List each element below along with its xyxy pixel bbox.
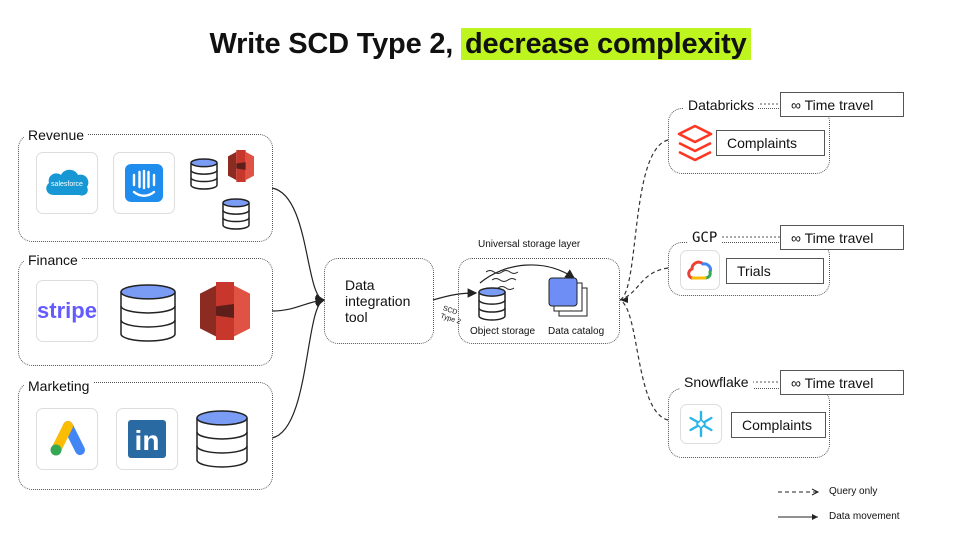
integration-label: Data integration tool (345, 277, 411, 325)
gcp-group (668, 242, 830, 296)
gcp-table-trials: Trials (726, 258, 824, 284)
linkedin-text: in (134, 425, 160, 456)
finance-movement-line (271, 296, 326, 312)
revenue-group (18, 134, 273, 242)
aws-s3-icon (228, 150, 254, 182)
database-icon (190, 158, 218, 190)
google-ads-logo (36, 408, 98, 470)
legend-query-only: Query only (829, 486, 878, 497)
databricks-time-travel: ∞ Time travel (780, 92, 904, 117)
object-storage-label: Object storage (470, 326, 536, 337)
database-icon (196, 410, 248, 468)
marketing-movement-line (271, 297, 326, 439)
storage-layer-label: Universal storage layer (478, 239, 581, 250)
aws-s3-icon (200, 282, 250, 340)
snowflake-label: Snowflake (680, 374, 753, 390)
database-icon (222, 198, 250, 230)
salesforce-logo: salesforce (36, 152, 98, 214)
gcp-label: GCP (688, 230, 722, 246)
databricks-query-line (619, 139, 669, 301)
gcp-query-line (619, 267, 669, 301)
universal-storage-box (458, 258, 620, 344)
google-cloud-logo (680, 250, 720, 290)
integration-to-storage-line (432, 288, 478, 301)
object-storage-icon (478, 287, 506, 321)
legend-data-movement: Data movement (829, 511, 900, 522)
intercom-logo (113, 152, 175, 214)
svg-text:salesforce: salesforce (51, 181, 83, 188)
waves-icon (485, 270, 519, 290)
finance-group (18, 258, 273, 366)
revenue-label: Revenue (24, 127, 89, 143)
storage-to-catalog-line (479, 264, 575, 284)
data-catalog-icon (548, 277, 588, 317)
snowflake-query-line (619, 299, 669, 421)
databricks-logo (677, 124, 713, 162)
title-highlight: decrease complexity (461, 28, 751, 60)
data-integration-box (324, 258, 434, 344)
snowflake-time-travel: ∞ Time travel (780, 370, 904, 395)
data-catalog-label: Data catalog (548, 326, 605, 337)
page-title: Write SCD Type 2, decrease complexity (0, 28, 960, 61)
stripe-logo: stripe (36, 280, 98, 342)
marketing-label: Marketing (24, 378, 94, 394)
database-icon (120, 284, 176, 342)
marketing-group (18, 382, 273, 490)
title-main: Write SCD Type 2, (209, 28, 454, 60)
revenue-movement-line (271, 187, 326, 304)
finance-label: Finance (24, 252, 82, 268)
databricks-label: Databricks (684, 97, 759, 113)
linkedin-logo: in (116, 408, 178, 470)
gcp-time-travel: ∞ Time travel (780, 225, 904, 250)
snowflake-table-complaints: Complaints (731, 412, 826, 438)
databricks-table-complaints: Complaints (716, 130, 825, 156)
stripe-text: stripe (37, 298, 97, 323)
snowflake-logo (680, 404, 722, 444)
